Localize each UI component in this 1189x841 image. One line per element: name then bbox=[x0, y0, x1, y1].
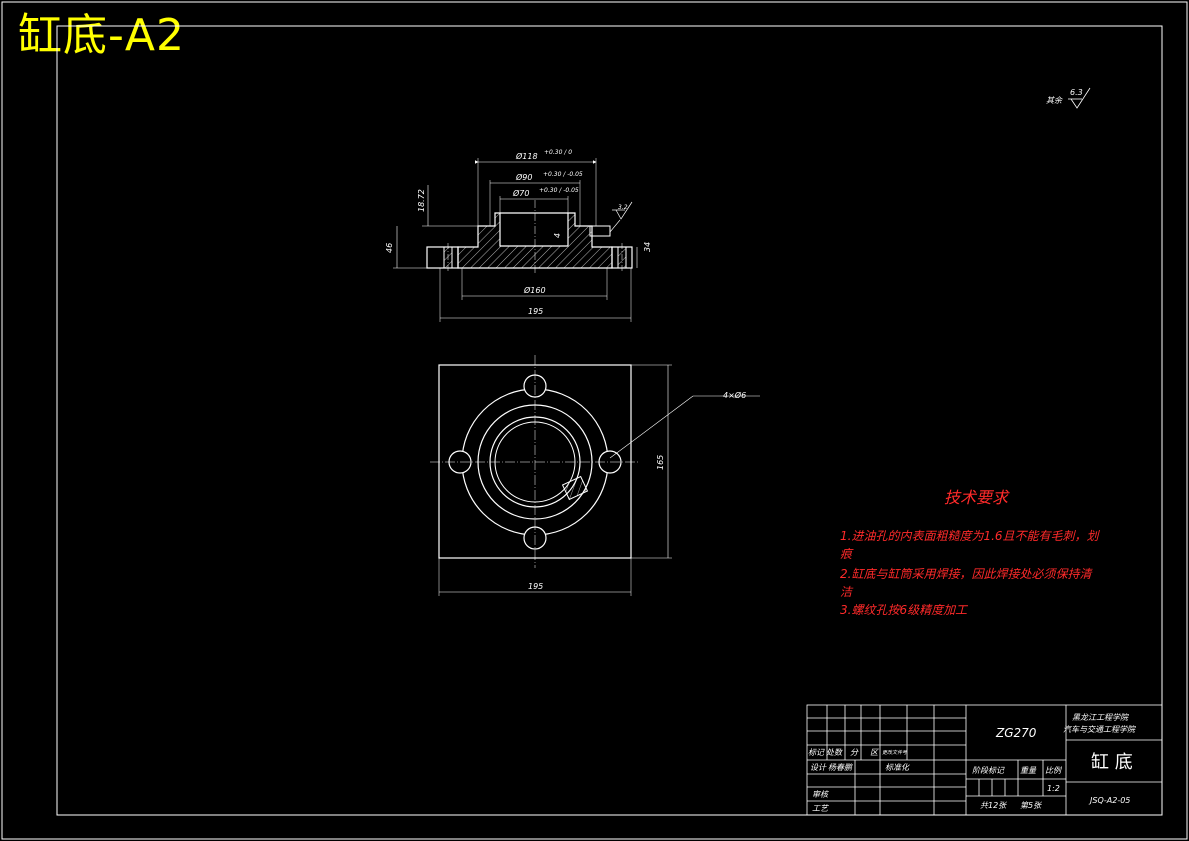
technical-requirements: 技术要求 1.进油孔的内表面粗糙度为1.6且不能有毛刺，划 痕 2.缸底与缸筒采… bbox=[840, 488, 1101, 617]
svg-text:34: 34 bbox=[643, 242, 652, 252]
svg-text:杨春鹏: 杨春鹏 bbox=[828, 763, 853, 772]
svg-text:Ø118: Ø118 bbox=[515, 151, 538, 161]
plan-view: 4×Ø6 165 195 bbox=[430, 355, 760, 596]
svg-text:Ø70: Ø70 bbox=[512, 188, 529, 198]
svg-text:设计: 设计 bbox=[810, 763, 827, 772]
svg-text:18.72: 18.72 bbox=[417, 189, 426, 212]
tech-req-line: 痕 bbox=[840, 547, 854, 561]
svg-text:比例: 比例 bbox=[1045, 766, 1063, 775]
svg-text:Ø90: Ø90 bbox=[515, 172, 532, 182]
svg-text:+0.30 / 0: +0.30 / 0 bbox=[544, 149, 572, 156]
svg-text:46: 46 bbox=[385, 243, 394, 253]
svg-text:处数: 处数 bbox=[826, 748, 843, 757]
title-block bbox=[806, 704, 1163, 816]
tech-req-line: 洁 bbox=[840, 585, 854, 599]
svg-text:标准化: 标准化 bbox=[885, 763, 910, 772]
tech-req-line: 1.进油孔的内表面粗糙度为1.6且不能有毛刺，划 bbox=[840, 529, 1101, 543]
svg-text:共12张: 共12张 bbox=[980, 801, 1007, 810]
material: ZG270 bbox=[995, 726, 1037, 740]
svg-text:阶段标记: 阶段标记 bbox=[972, 766, 1005, 775]
svg-text:审核: 审核 bbox=[812, 790, 830, 799]
svg-text:Ø160: Ø160 bbox=[523, 285, 546, 295]
svg-text:1:2: 1:2 bbox=[1047, 784, 1060, 793]
section-view: Ø118 +0.30 / 0 Ø90 +0.30 / -0.05 Ø70 +0.… bbox=[385, 149, 652, 322]
svg-text:标记: 标记 bbox=[808, 748, 825, 757]
svg-text:工艺: 工艺 bbox=[812, 804, 829, 813]
svg-text:黑龙江工程学院: 黑龙江工程学院 bbox=[1072, 713, 1130, 722]
svg-text:195: 195 bbox=[528, 582, 543, 591]
svg-text:区: 区 bbox=[870, 748, 879, 757]
svg-text:4×Ø6: 4×Ø6 bbox=[723, 390, 746, 400]
tech-req-line: 2.缸底与缸筒采用焊接，因此焊接处必须保持清 bbox=[840, 567, 1093, 581]
svg-text:重量: 重量 bbox=[1020, 766, 1037, 775]
surface-finish-note: 其余 6.3 bbox=[1046, 87, 1091, 109]
tech-req-heading: 技术要求 bbox=[944, 488, 1010, 507]
drawing-title: 缸底-A2 bbox=[18, 10, 185, 61]
svg-text:汽车与交通工程学院: 汽车与交通工程学院 bbox=[1063, 725, 1137, 734]
svg-text:+0.30 / -0.05: +0.30 / -0.05 bbox=[543, 171, 583, 178]
svg-text:其余: 其余 bbox=[1046, 96, 1063, 105]
svg-text:更改文件号: 更改文件号 bbox=[882, 749, 908, 756]
svg-text:4: 4 bbox=[553, 233, 562, 238]
svg-text:分: 分 bbox=[850, 748, 859, 757]
svg-text:165: 165 bbox=[656, 455, 665, 470]
inner-frame bbox=[56, 25, 1163, 816]
svg-text:3.2: 3.2 bbox=[618, 204, 628, 211]
title-block-text: ZG270 黑龙江工程学院 汽车与交通工程学院 缸 底 标记 处数 分 区 更改… bbox=[808, 713, 1137, 813]
svg-text:第5张: 第5张 bbox=[1020, 801, 1042, 810]
tech-req-line: 3.螺纹孔按6级精度加工 bbox=[840, 603, 968, 617]
svg-text:6.3: 6.3 bbox=[1070, 88, 1083, 97]
part-name: 缸 底 bbox=[1091, 751, 1133, 773]
svg-text:195: 195 bbox=[528, 307, 543, 316]
svg-text:+0.30 / -0.05: +0.30 / -0.05 bbox=[539, 187, 579, 194]
svg-text:JSQ-A2-05: JSQ-A2-05 bbox=[1088, 796, 1130, 805]
